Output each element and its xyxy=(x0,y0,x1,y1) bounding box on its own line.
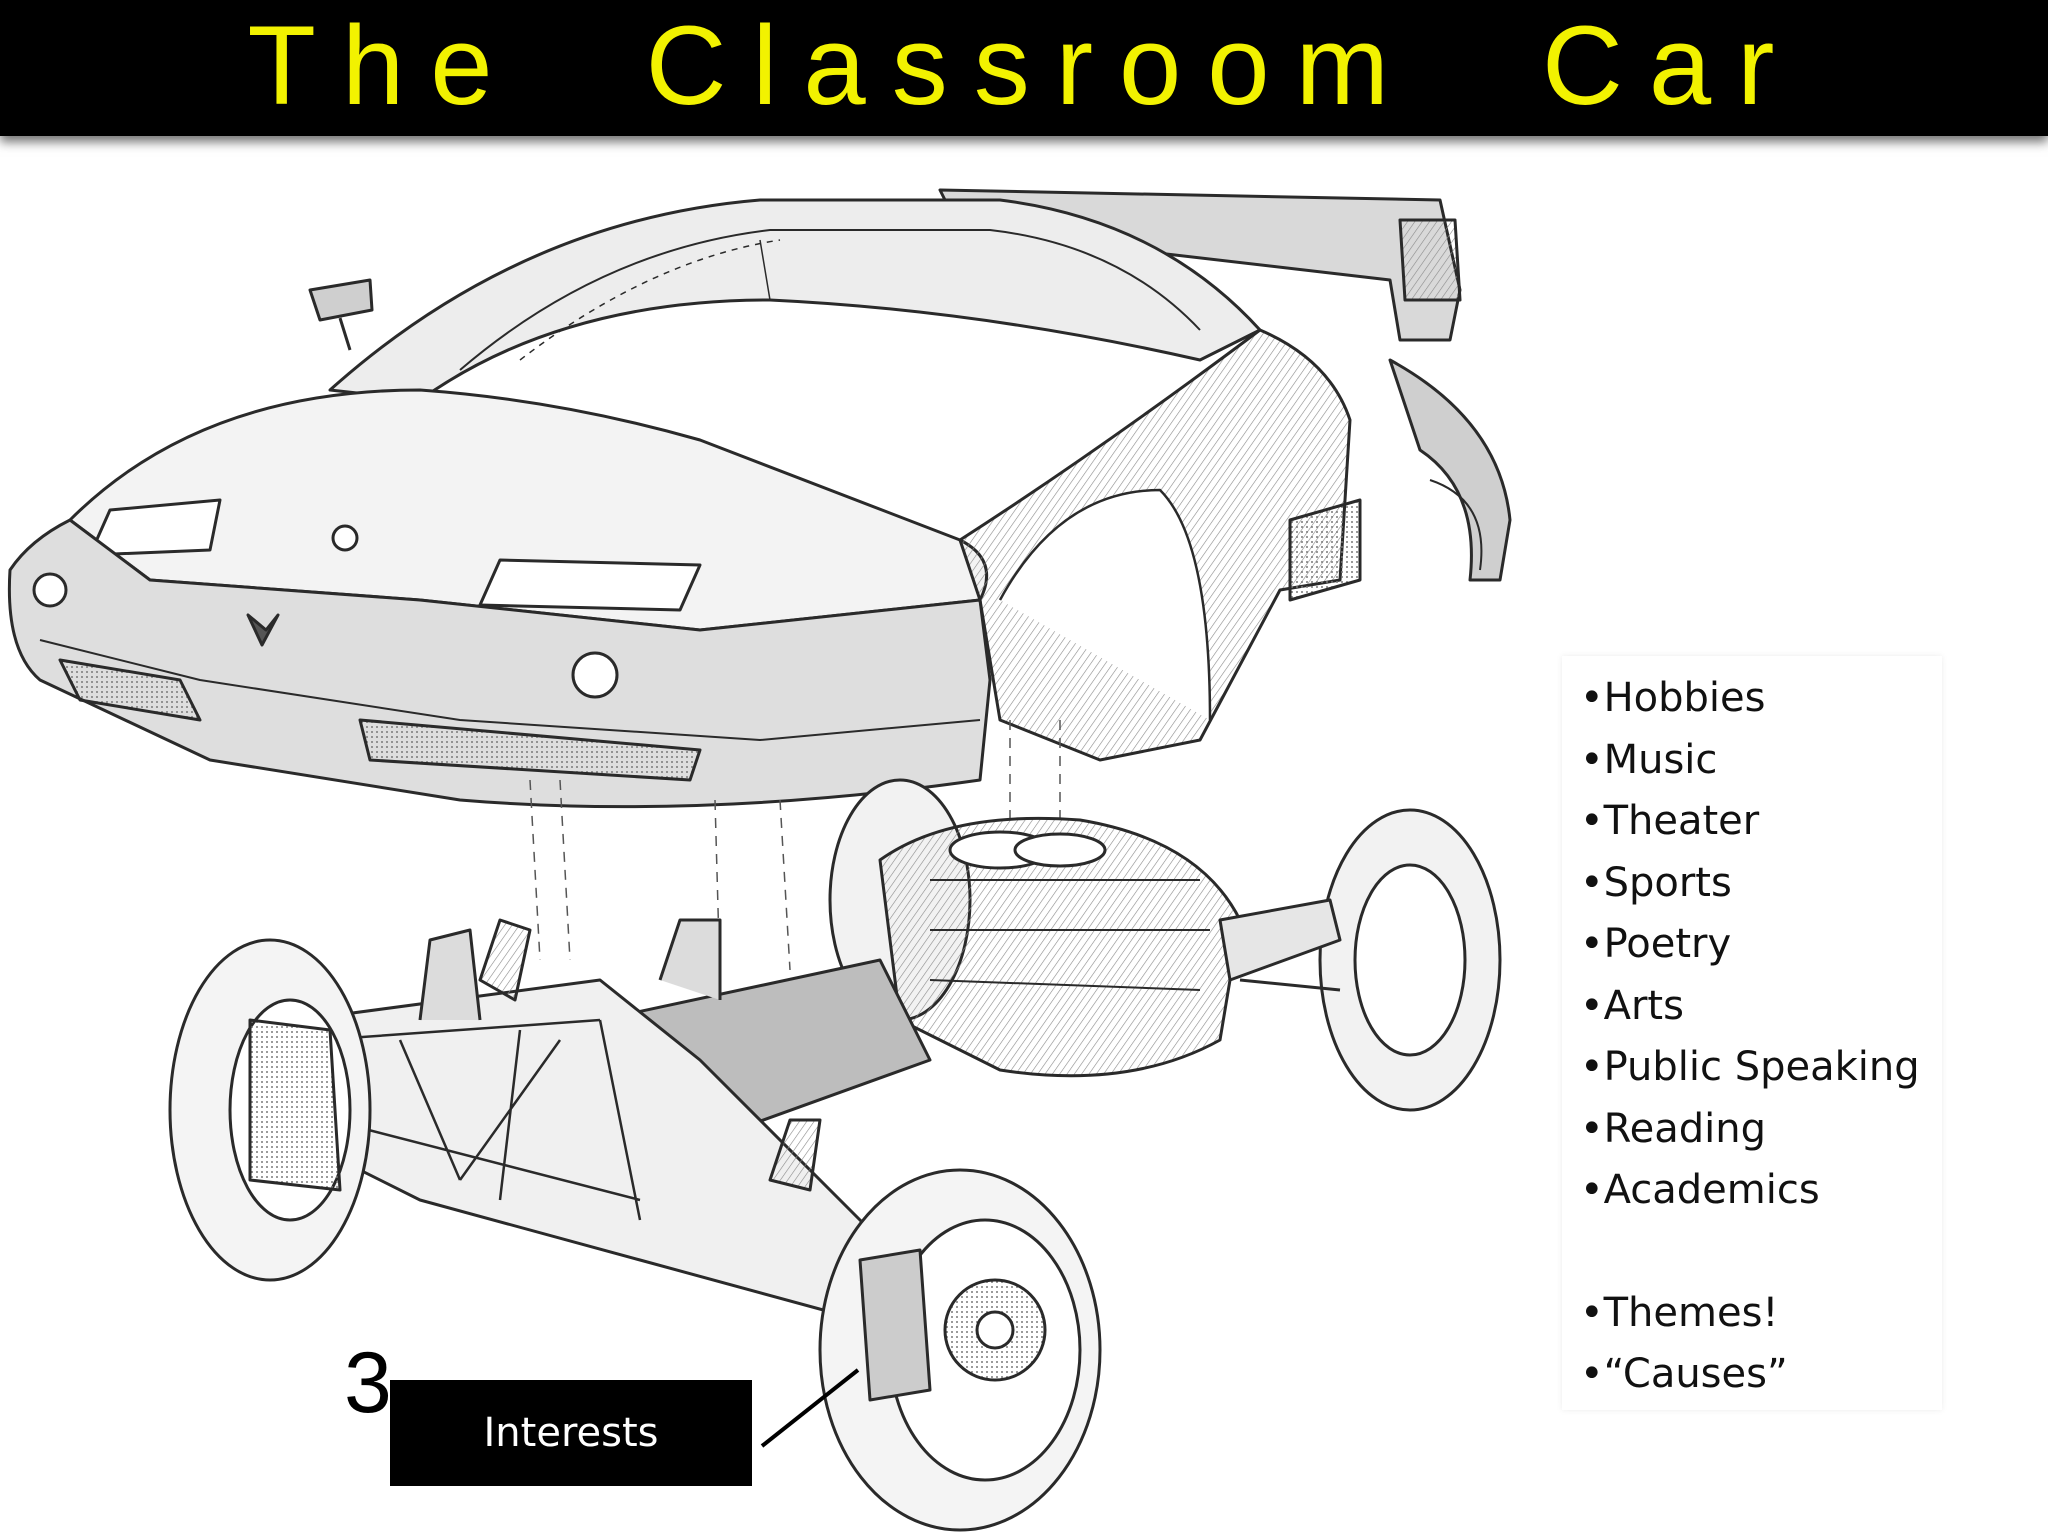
list-item: •Sports xyxy=(1580,859,1732,906)
list-item-themes: •Themes! xyxy=(1580,1289,1779,1336)
list-item: •Poetry xyxy=(1580,921,1732,967)
callout-number: 3 xyxy=(344,1335,392,1431)
interests-callout-box: Interests xyxy=(390,1380,752,1486)
list-item-causes: •“Causes” xyxy=(1580,1351,1788,1397)
car-body xyxy=(7,188,1512,809)
list-spacer xyxy=(1580,1222,1942,1283)
list-item: •Theater xyxy=(1580,798,1760,844)
list-item: •Public Speaking xyxy=(1580,1044,1920,1090)
list-item: •Academics xyxy=(1580,1167,1820,1213)
list-item: •Hobbies xyxy=(1580,675,1766,721)
callout-label: Interests xyxy=(483,1410,659,1456)
list-item: •Music xyxy=(1580,736,1718,783)
title-bar: The Classroom Car xyxy=(0,0,2048,136)
car-chassis xyxy=(168,778,1502,1532)
list-item: •Arts xyxy=(1580,982,1684,1029)
slide-title: The Classroom Car xyxy=(247,2,1801,128)
interests-list-panel: •Hobbies •Music •Theater •Sports •Poetry… xyxy=(1562,656,1942,1410)
car-exploded-illustration xyxy=(7,188,1512,1532)
list-item: •Reading xyxy=(1580,1105,1766,1152)
